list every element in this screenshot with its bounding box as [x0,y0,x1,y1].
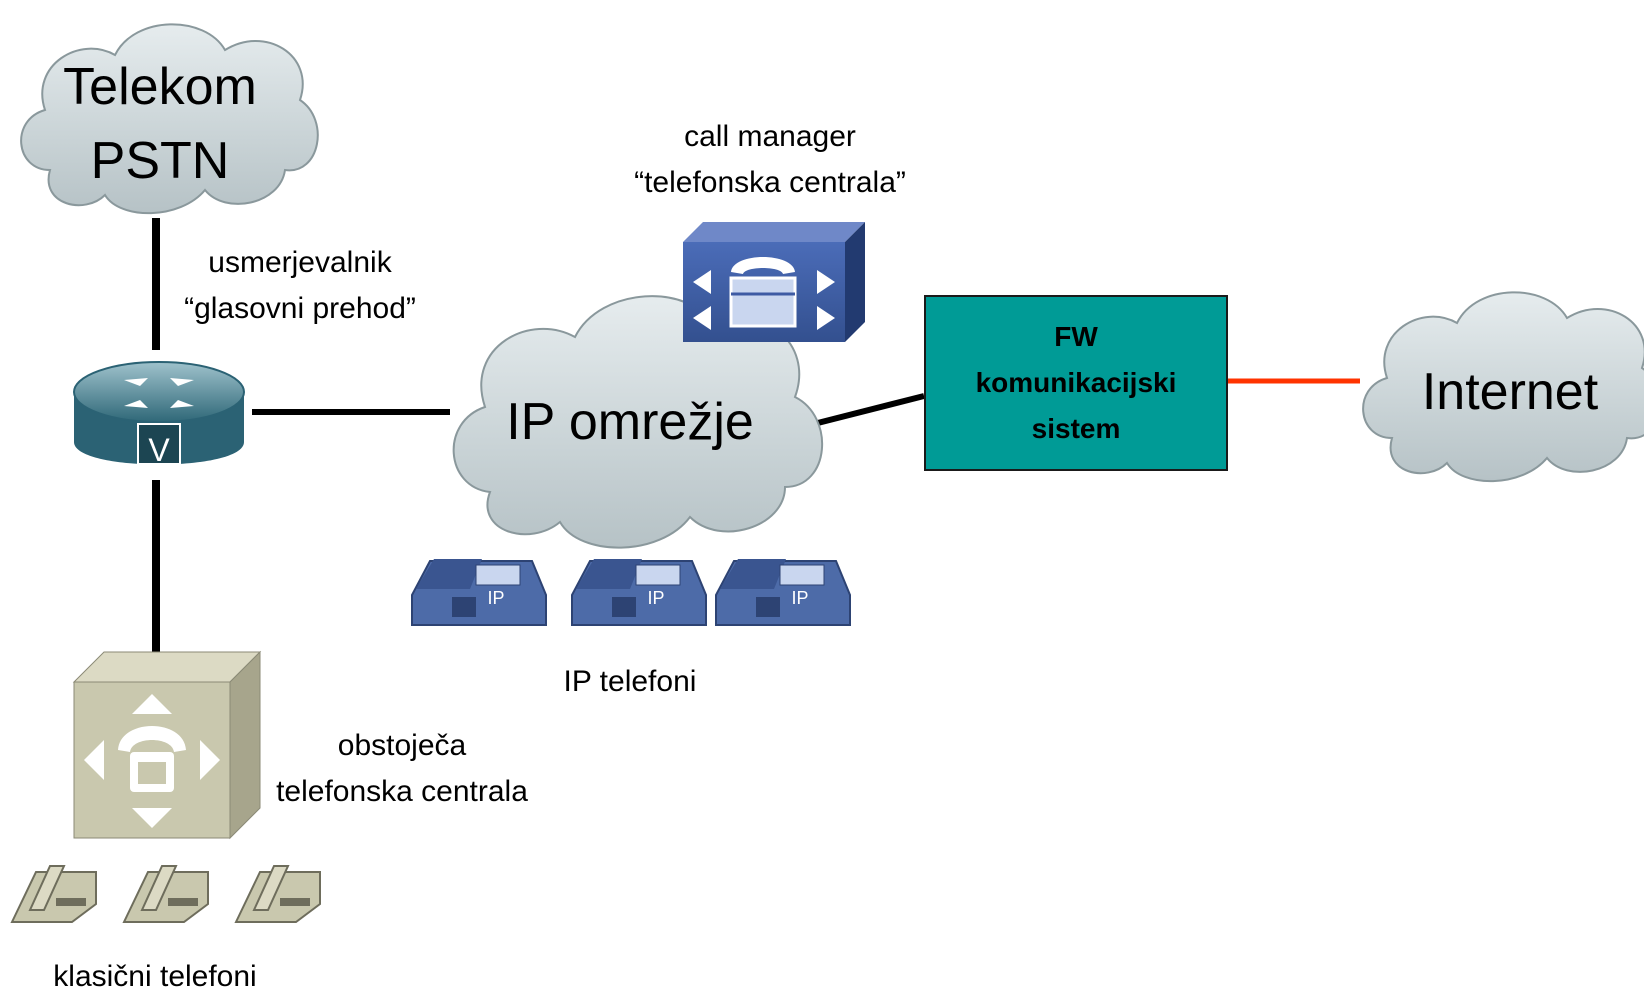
router-icon [73,361,245,465]
ip-phone-icon [715,559,851,626]
analog-phone-icon [234,865,321,923]
cloud-icon [1362,291,1644,483]
ip-phone-icon [571,559,707,626]
ip-phone-badge: IP [791,588,808,608]
firewall-line1: FW [1054,321,1098,352]
call-manager-line1: call manager [684,120,856,153]
pbx-icon [72,650,262,840]
ip-phones-text: IP telefoni [563,665,697,698]
cloud-icon [452,295,824,549]
router-label: usmerjevalnik “glasovni prehod” [160,240,440,332]
firewall-line2: komunikacijski [975,367,1177,398]
analog-phone-icon [122,865,209,923]
pbx-line2: telefonska centrala [276,775,528,808]
classic-phones-label: klasični telefoni [20,954,290,992]
ip-phone-badge: IP [647,588,664,608]
analog-phone-icon [10,865,97,923]
firewall-box: FW komunikacijski sistem [924,295,1228,471]
pbx-line1: obstoječa [337,729,467,762]
internet-label: Internet [1360,355,1644,429]
firewall-line3: sistem [1031,413,1121,444]
pstn-line1: Telekom [63,58,257,116]
call-manager-label: call manager “telefonska centrala” [590,114,950,206]
pstn-line2: PSTN [90,132,230,190]
pbx-label: obstoječa telefonska centrala [262,723,542,815]
internet-text: Internet [1421,363,1599,421]
cloud-icon [20,23,319,215]
pstn-label: Telekom PSTN [30,50,290,198]
ip-phone-badge: IP [487,588,504,608]
call-manager-line2: “telefonska centrala” [634,166,906,199]
classic-phones-text: klasični telefoni [53,960,257,992]
ip-phone-icon [411,559,547,626]
router-line2: “glasovni prehod” [184,292,416,325]
ip-network-text: IP omrežje [506,393,754,451]
ip-network-label: IP omrežje [460,385,800,459]
router-badge: V [148,432,170,468]
router-line1: usmerjevalnik [208,246,392,279]
ip-phones-label: IP telefoni [520,659,740,705]
call-manager-icon [683,222,865,342]
